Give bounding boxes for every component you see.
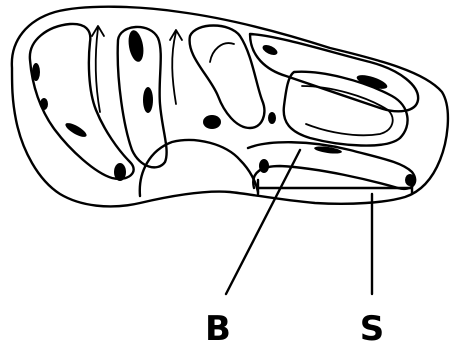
blob <box>405 174 415 186</box>
blob <box>143 87 153 113</box>
blob <box>268 112 276 124</box>
blob <box>203 115 221 129</box>
blob <box>64 121 89 140</box>
label-b: B <box>205 309 231 347</box>
blob <box>126 29 145 63</box>
large-cavity-inner <box>302 86 393 135</box>
blob <box>261 43 279 57</box>
blob <box>40 98 48 110</box>
blob <box>114 163 126 181</box>
label-s: S <box>360 309 385 347</box>
blob <box>32 63 40 81</box>
blob <box>259 159 269 173</box>
arrow-pillar <box>170 30 182 104</box>
arrow-middle <box>210 43 234 62</box>
middle-channel <box>190 26 265 129</box>
right-upper-channel <box>250 34 418 111</box>
